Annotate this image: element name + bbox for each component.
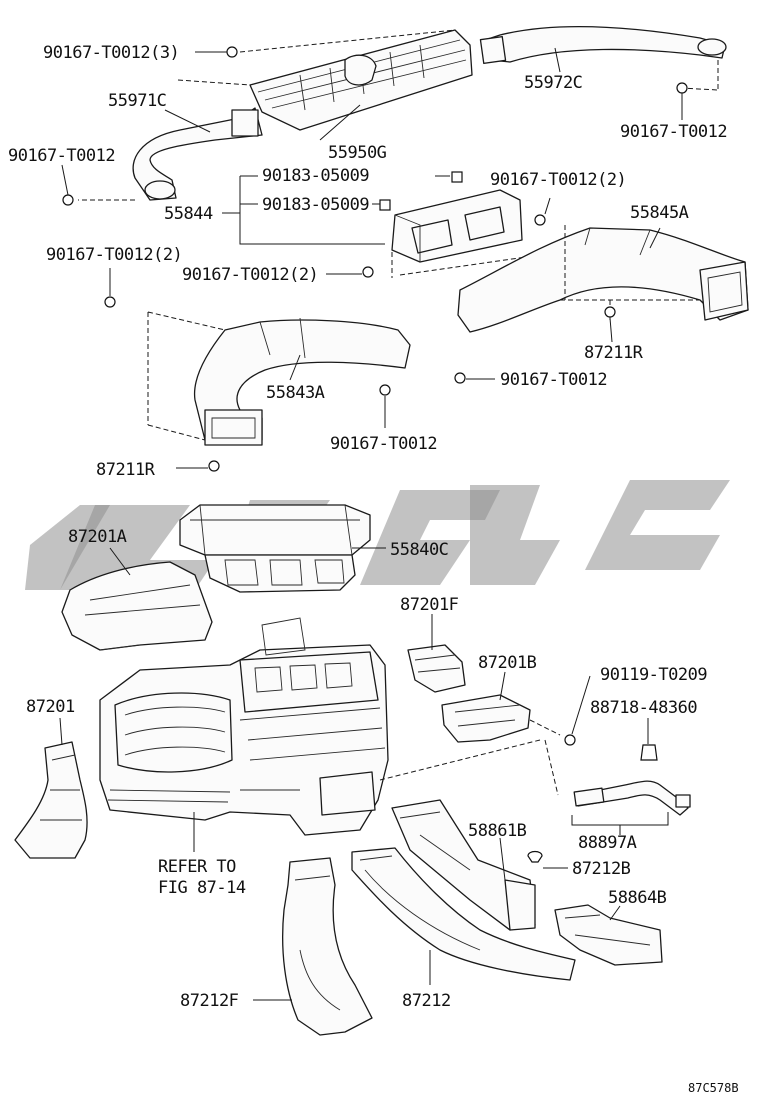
label-90119-t0209: 90119-T0209 — [600, 665, 707, 685]
label-90167-t0012-lower-mid: 90167-T0012 — [330, 434, 437, 454]
label-55845a: 55845A — [630, 203, 689, 223]
bracket-55844 — [391, 189, 541, 278]
label-90167-t0012-2-left: 90167-T0012(2) — [46, 245, 182, 265]
label-90183-05009-a: 90183-05009 — [262, 166, 369, 186]
label-55843a: 55843A — [266, 383, 325, 403]
label-87211r-left: 87211R — [96, 460, 156, 480]
label-87201f: 87201F — [400, 595, 459, 615]
duct-55950g — [177, 29, 473, 131]
duct-55972c — [479, 26, 727, 91]
part-labels: 90167-T0012(3) 55971C 90167-T0012 55950G… — [8, 43, 739, 1095]
duct-87212f — [282, 857, 373, 1036]
duct-58864b — [554, 904, 663, 966]
duct-87201 — [14, 741, 88, 859]
hose-88897a — [379, 739, 691, 816]
label-87212: 87212 — [402, 991, 451, 1011]
label-88718-48360: 88718-48360 — [590, 698, 697, 718]
label-90167-t0012-left: 90167-T0012 — [8, 146, 115, 166]
duct-55971c — [78, 107, 263, 201]
label-55840c: 55840C — [390, 540, 448, 560]
fasteners — [62, 46, 688, 863]
label-87212b: 87212B — [572, 859, 631, 879]
register-55840c — [179, 504, 371, 593]
duct-55843a — [147, 311, 411, 446]
refer-note-line-1: REFER TO — [158, 857, 236, 877]
label-55844: 55844 — [164, 204, 213, 224]
label-87201b: 87201B — [478, 653, 537, 673]
label-90167-t0012-right: 90167-T0012 — [620, 122, 727, 142]
refer-note-line-2: FIG 87-14 — [158, 878, 246, 898]
duct-87201b — [441, 694, 561, 743]
figure-code: 87C578B — [688, 1081, 739, 1095]
label-87212f: 87212F — [180, 991, 239, 1011]
leader-lines — [59, 47, 683, 1001]
label-90167-t0012-2-mid: 90167-T0012(2) — [182, 265, 318, 285]
hvac-unit-assembly — [99, 617, 389, 836]
label-90167-t0012-3: 90167-T0012(3) — [43, 43, 179, 63]
label-55972c: 55972C — [524, 73, 582, 93]
label-55950g: 55950G — [328, 143, 387, 163]
duct-87212 — [351, 847, 576, 981]
label-87201a: 87201A — [68, 527, 127, 547]
label-90167-t0012-2-top: 90167-T0012(2) — [490, 170, 626, 190]
label-58861b: 58861B — [468, 821, 527, 841]
duct-58861b — [391, 799, 536, 931]
duct-87201a — [61, 561, 213, 651]
label-87211r-right: 87211R — [584, 343, 644, 363]
label-87201: 87201 — [26, 697, 75, 717]
label-55971c: 55971C — [108, 91, 166, 111]
label-58864b: 58864B — [608, 888, 667, 908]
duct-87201f — [407, 644, 466, 693]
label-90183-05009-b: 90183-05009 — [262, 195, 369, 215]
duct-55845a — [457, 225, 749, 333]
label-88897a: 88897A — [578, 833, 637, 853]
label-90167-t0012-lower-right: 90167-T0012 — [500, 370, 607, 390]
